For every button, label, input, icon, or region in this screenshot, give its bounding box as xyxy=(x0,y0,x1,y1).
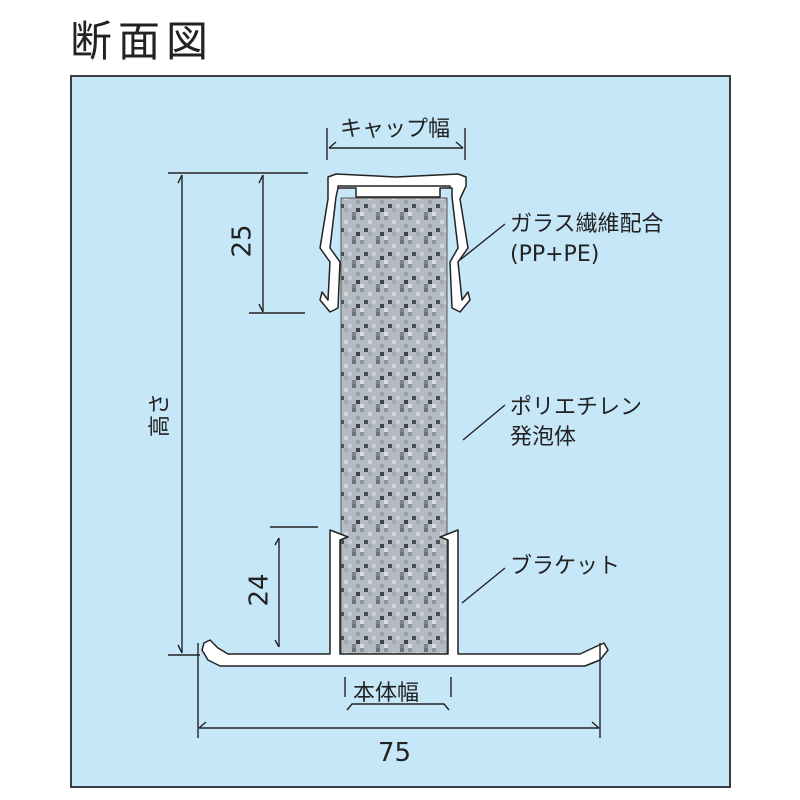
callout-bracket: ブラケット xyxy=(510,554,621,579)
foam-core xyxy=(340,197,448,656)
callout-foam-line1: ポリエチレン xyxy=(510,395,643,420)
total-width-value: 75 xyxy=(378,738,412,768)
callout-foam-line2: 発泡体 xyxy=(510,425,577,450)
callout-cap-material-line2: (PP+PE) xyxy=(510,242,600,267)
callout-cap-material-line1: ガラス繊維配合 xyxy=(510,212,664,237)
dimension-lines xyxy=(168,128,601,738)
cap-profile xyxy=(319,173,471,313)
callout-foam: ポリエチレン 発泡体 xyxy=(510,393,642,453)
cap-width-label: キャップ幅 xyxy=(340,117,451,142)
bracket-height-value: 24 xyxy=(244,573,275,607)
body-width-label: 本体幅 xyxy=(353,681,420,706)
height-label: 高さ xyxy=(148,392,174,438)
bracket-profile xyxy=(201,529,609,667)
page-title: 断面図 xyxy=(70,17,215,66)
callout-cap-material: ガラス繊維配合 (PP+PE) xyxy=(510,210,664,270)
cap-height-value: 25 xyxy=(227,224,258,258)
